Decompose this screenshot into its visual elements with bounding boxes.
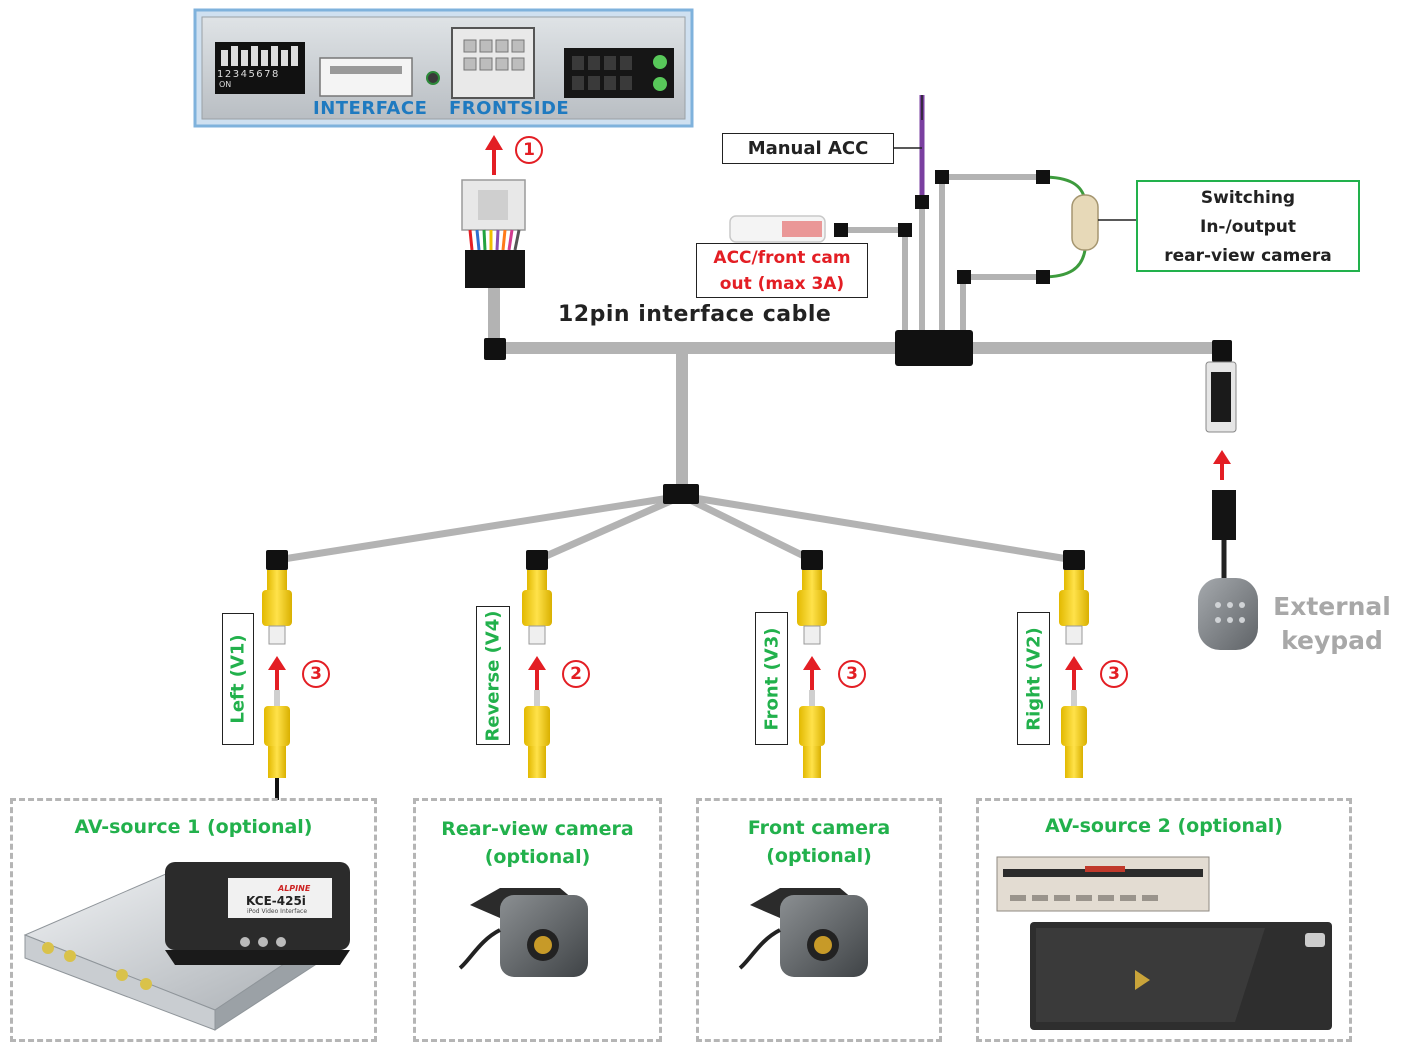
cable-label: 12pin interface cable xyxy=(558,302,832,327)
step-badge-left: 3 xyxy=(302,660,330,688)
alpine-logo: ALPINE xyxy=(278,884,311,893)
acc-out-label: ACC/front cam out (max 3A) xyxy=(696,243,868,298)
keypad-connector xyxy=(1198,361,1258,650)
source-title-av2: AV-source 2 (optional) xyxy=(1044,815,1283,837)
kce-model-label: KCE-425i xyxy=(246,894,306,908)
switching-line2: In-/output xyxy=(1200,217,1296,237)
input-label-right: Right (V2) xyxy=(1017,612,1050,745)
front-camera-icon xyxy=(738,888,868,977)
source-title-front-line2: (optional) xyxy=(766,845,872,867)
step-badge-right: 3 xyxy=(1100,660,1128,688)
dip-numbers: 12345678 xyxy=(217,69,280,80)
rca-set-4 xyxy=(1059,570,1089,778)
dip-switch-icon xyxy=(221,46,298,66)
input-label-text: Right (V2) xyxy=(1023,626,1044,731)
interface-label: INTERFACE xyxy=(313,98,428,119)
step-badge-reverse: 2 xyxy=(562,660,590,688)
acc-out-line2: out (max 3A) xyxy=(719,274,845,294)
av-source-1-device xyxy=(23,862,350,1031)
source-box-av2: AV-source 2 (optional) xyxy=(976,798,1352,1042)
harness-plug xyxy=(461,179,526,288)
source-title-rear-line2: (optional) xyxy=(484,846,591,868)
dip-on-label: ON xyxy=(219,80,232,89)
input-label-text: Front (V3) xyxy=(761,627,782,730)
switching-line1: Switching xyxy=(1200,188,1296,208)
av-source-2-device xyxy=(996,856,1332,1030)
step-badge-1: 1 xyxy=(515,136,543,164)
ipod-interface-label: iPod Video Interface xyxy=(247,908,308,915)
cable-nodes xyxy=(266,170,1232,570)
acc-out-line1: ACC/front cam xyxy=(713,248,851,268)
source-box-av1: AV-source 1 (optional) xyxy=(10,798,377,1042)
input-label-front: Front (V3) xyxy=(755,612,788,745)
input-label-left: Left (V1) xyxy=(222,613,254,745)
frontside-label: FRONTSIDE xyxy=(449,98,570,119)
source-box-rear-camera: Rear-view camera (optional) xyxy=(413,798,662,1042)
manual-acc-label: Manual ACC xyxy=(722,133,894,164)
branch-cables xyxy=(276,492,1075,564)
input-label-text: Left (V1) xyxy=(227,634,249,724)
source-title-front-line1: Front camera xyxy=(747,817,891,839)
rca-set-2 xyxy=(522,570,552,778)
fuse-holder xyxy=(1071,194,1099,251)
keypad-line1: External xyxy=(1273,592,1391,621)
interface-unit xyxy=(193,8,694,128)
rca-set-1 xyxy=(262,570,292,800)
source-title-front-camera: Front camera (optional) xyxy=(699,814,939,870)
switching-line3: rear-view camera xyxy=(1164,246,1332,266)
step-badge-front: 3 xyxy=(838,660,866,688)
source-title-rear-camera: Rear-view camera (optional) xyxy=(416,815,659,871)
source-title-av1: AV-source 1 (optional) xyxy=(74,816,313,838)
rear-view-camera-icon xyxy=(458,888,588,977)
switching-label: Switching In-/output rear-view camera xyxy=(1136,180,1360,272)
input-label-text: Reverse (V4) xyxy=(482,610,504,741)
keypad-line2: keypad xyxy=(1281,626,1383,655)
source-title-rear-line1: Rear-view camera xyxy=(441,818,634,840)
aux-cables xyxy=(838,174,1042,332)
keypad-label: External keypad xyxy=(1262,590,1402,658)
rca-set-3 xyxy=(797,570,827,778)
source-box-front-camera: Front camera (optional) xyxy=(696,798,942,1042)
input-label-reverse: Reverse (V4) xyxy=(476,606,510,745)
acc-connector xyxy=(729,215,826,243)
arrow-up-icon xyxy=(485,135,503,175)
